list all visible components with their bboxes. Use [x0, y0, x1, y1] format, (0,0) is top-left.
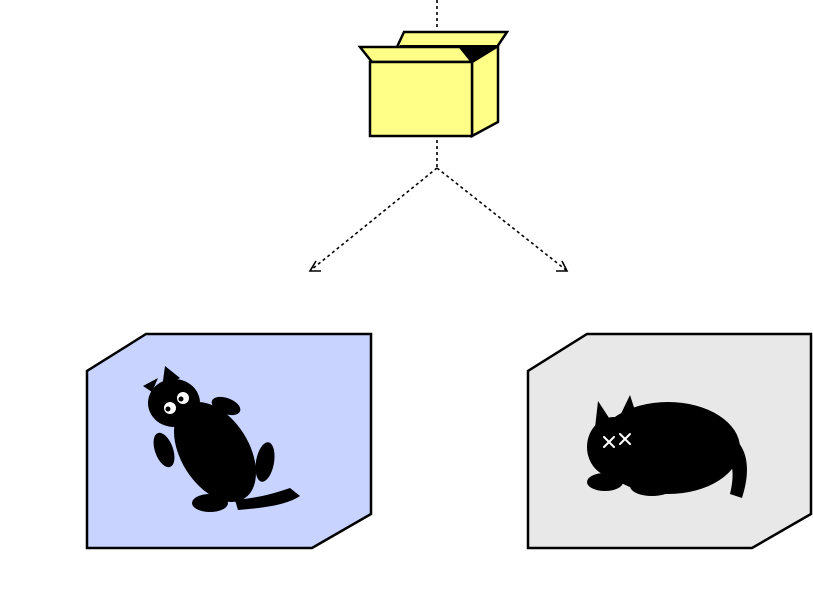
cat-dead-icon	[587, 395, 748, 498]
cat-dead-x-eyes	[603, 433, 631, 448]
outcome-panel-dead	[526, 332, 813, 550]
box-side-face	[470, 43, 500, 139]
cat-alive-eyes	[164, 392, 189, 414]
arrowhead-left-icon	[308, 260, 321, 272]
outcome-panel-alive	[85, 332, 373, 550]
cat-alive-icon	[143, 366, 300, 512]
box-back-flap	[395, 30, 510, 49]
branch-dotted-left	[310, 167, 438, 271]
branch-dotted-right	[436, 167, 567, 271]
box-front-face	[368, 60, 474, 138]
box-front-flap	[357, 45, 475, 64]
arrowhead-right-icon	[556, 260, 569, 272]
box-icon	[357, 30, 510, 139]
